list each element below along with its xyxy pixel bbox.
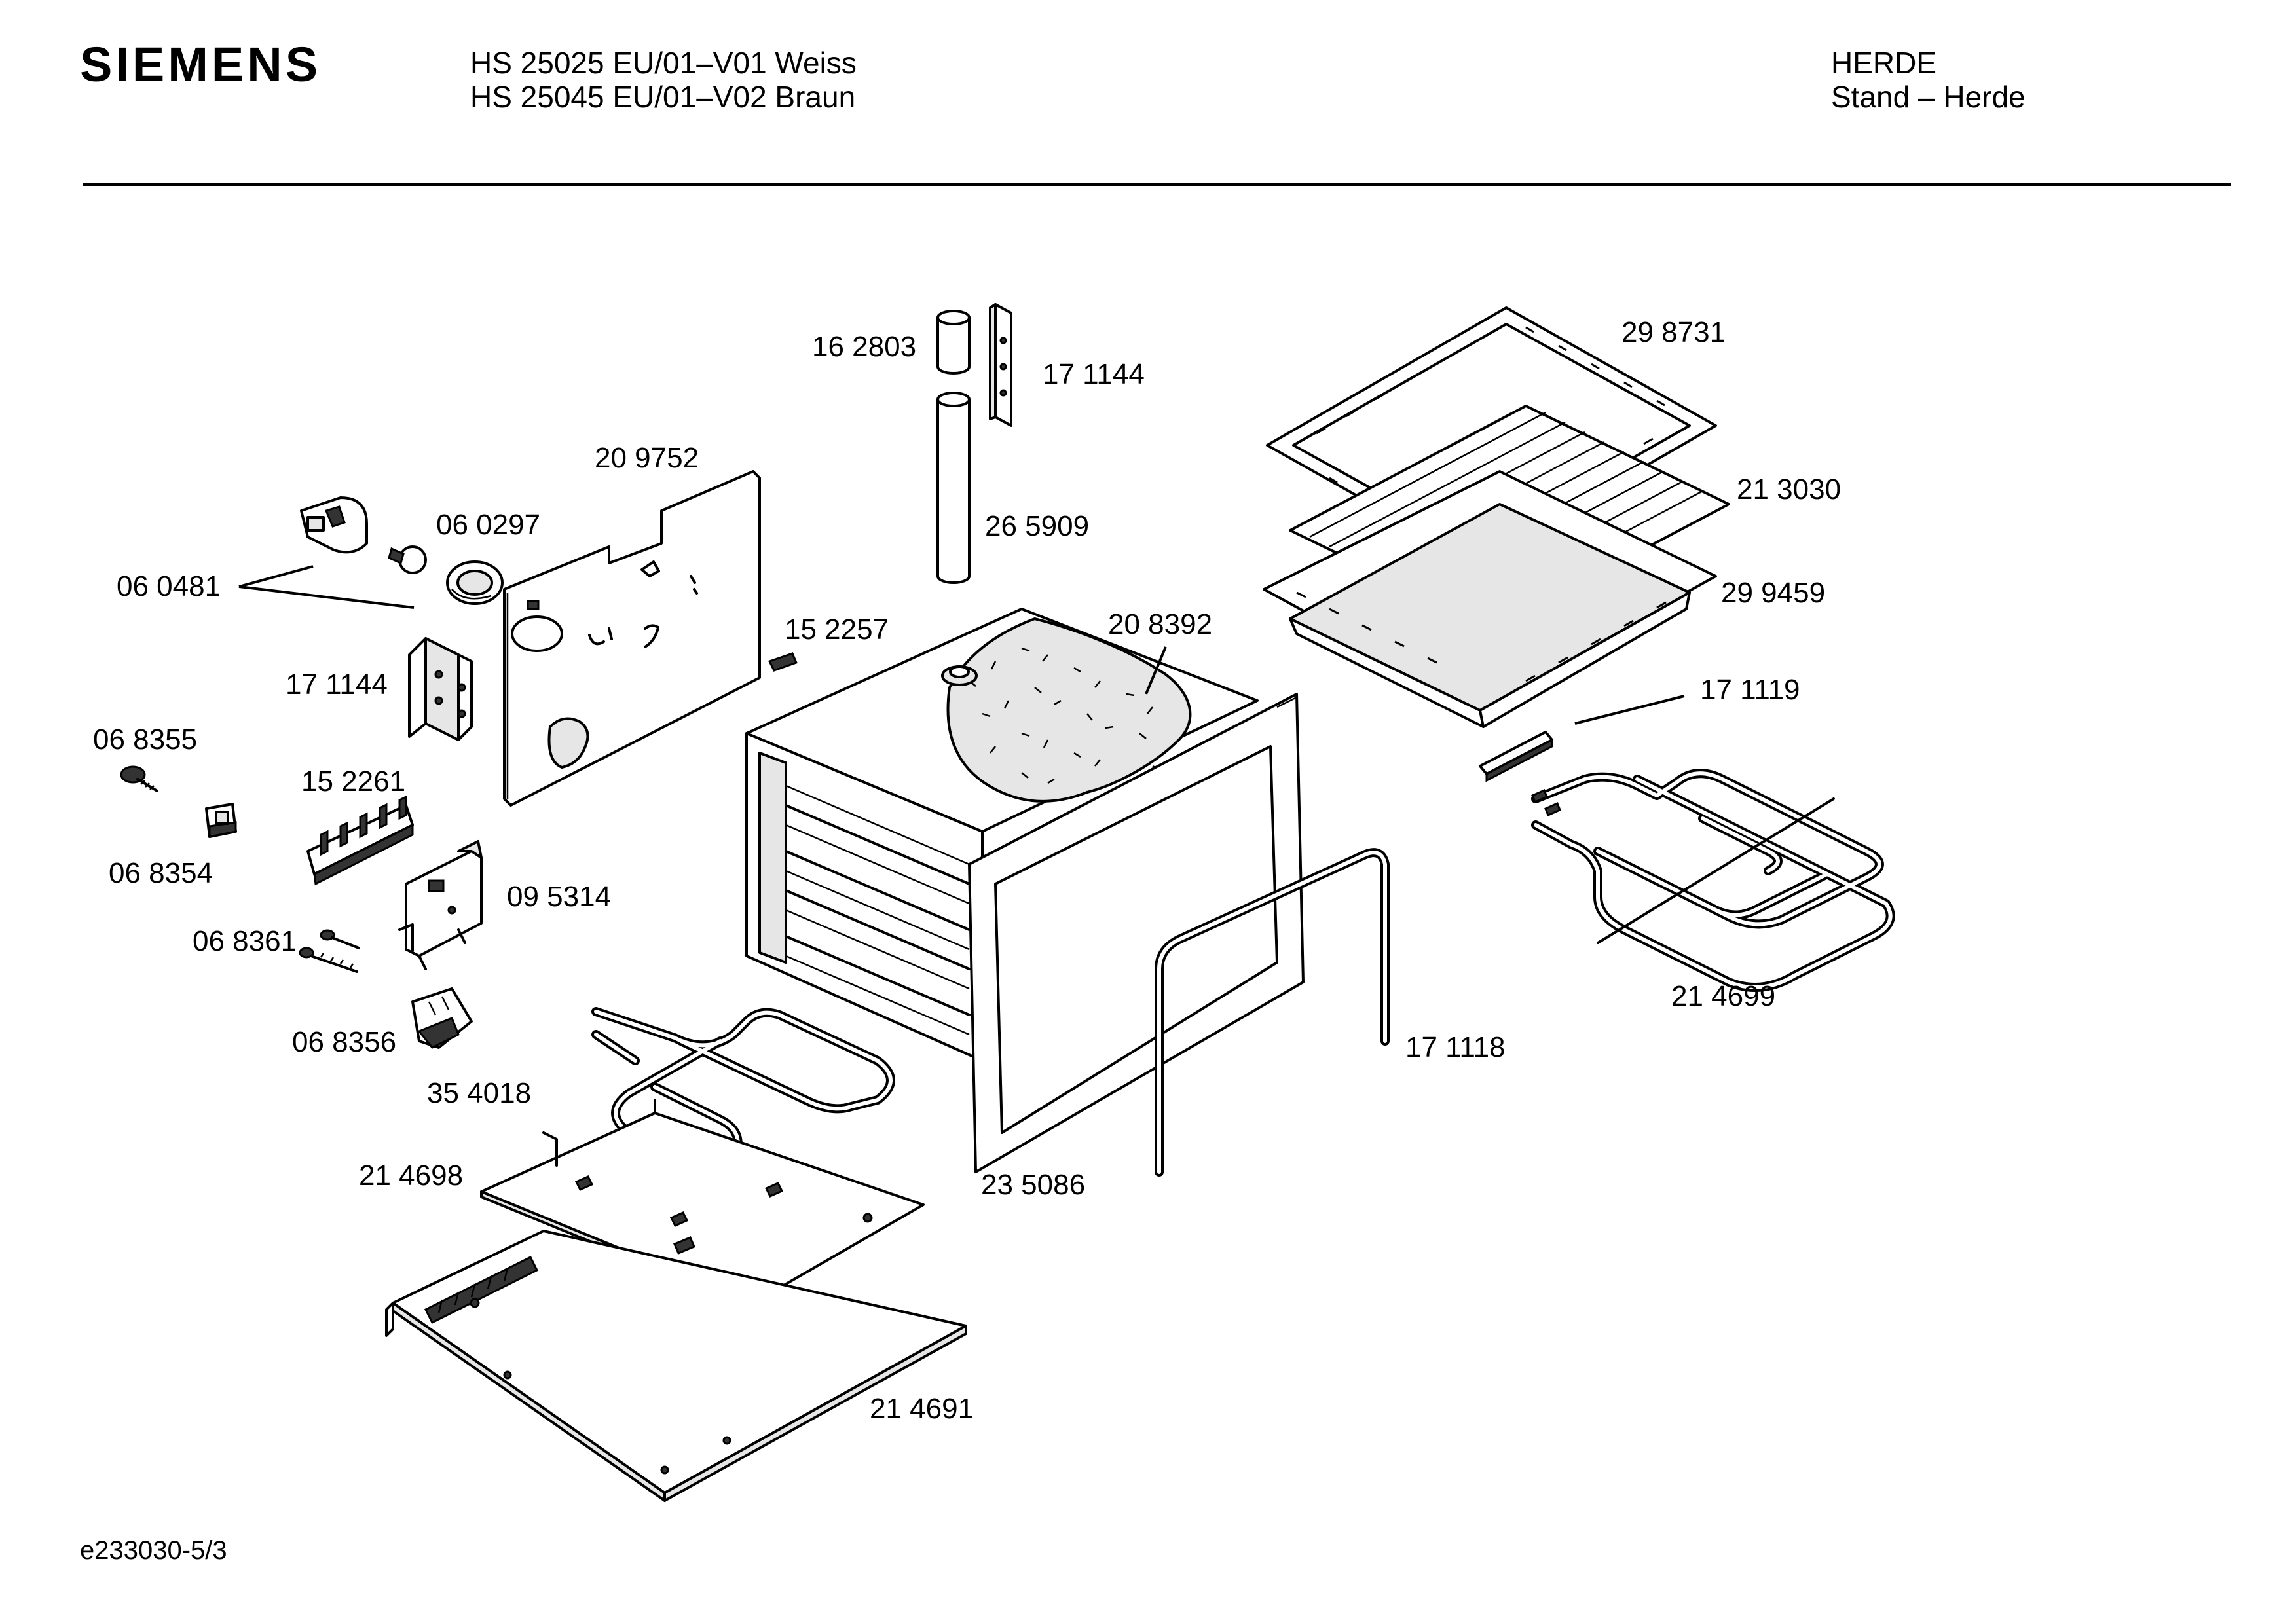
part-label-171118: 17 1118 — [1405, 1031, 1506, 1063]
part-label-068356: 06 8356 — [292, 1026, 396, 1058]
part-label-213030: 21 3030 — [1737, 473, 1841, 505]
switch-mount — [398, 840, 483, 970]
model-list: HS 25025 EU/01–V01 Weiss HS 25045 EU/01–… — [470, 46, 857, 114]
part-label-214699: 21 4699 — [1671, 980, 1775, 1012]
deep-tray-299459 — [1263, 470, 1717, 728]
part-label-060481: 06 0481 — [117, 570, 221, 602]
door-gasket — [1155, 848, 1390, 1177]
bracket-top — [989, 303, 1012, 427]
side-panel — [503, 470, 761, 807]
part-label-298731: 29 8731 — [1621, 316, 1726, 348]
leader-208392 — [1145, 646, 1167, 695]
part-label-208392: 20 8392 — [1108, 608, 1212, 640]
part-label-152261: 15 2261 — [301, 765, 405, 797]
category-subtitle: Stand – Herde — [1831, 80, 2026, 114]
hinge-bracket — [408, 637, 473, 741]
header-divider — [83, 183, 2231, 186]
drawing-id: e233030-5/3 — [80, 1536, 227, 1565]
part-label-152257: 15 2257 — [785, 614, 889, 646]
part-label-214691: 21 4691 — [870, 1393, 974, 1425]
brand-logo: SIEMENS — [80, 37, 322, 92]
clip-068354 — [205, 803, 237, 838]
leader-171119 — [1574, 695, 1685, 725]
oven-cavity — [745, 608, 1305, 1173]
part-label-235086: 23 5086 — [981, 1169, 1085, 1201]
part-label-162803: 16 2803 — [812, 331, 916, 363]
lamp-socket — [300, 496, 368, 554]
lamp-cover — [446, 560, 504, 605]
terminal-block — [306, 795, 414, 886]
clip-171119 — [1479, 731, 1553, 782]
leader-060481 — [238, 565, 415, 609]
lamp-bulb — [388, 545, 427, 574]
part-label-209752: 20 9752 — [595, 442, 699, 474]
top-heating-element — [1531, 769, 1895, 992]
vent-tube-short — [936, 310, 971, 375]
base-tray — [385, 1230, 967, 1502]
part-label-354018: 35 4018 — [427, 1077, 531, 1109]
part-labels: 16 2803 17 1144 26 5909 29 8731 21 3030 … — [93, 316, 1841, 1425]
part-label-171144-top: 17 1144 — [1043, 358, 1145, 390]
category-title: HERDE — [1831, 46, 1937, 80]
part-label-171144-left: 17 1144 — [286, 669, 388, 701]
part-label-068361: 06 8361 — [193, 925, 297, 957]
screws-068361 — [299, 929, 360, 973]
clip-152257 — [768, 652, 798, 672]
model-line-1: HS 25025 EU/01–V01 Weiss — [470, 46, 857, 80]
category-block: HERDE Stand – Herde — [1831, 46, 2026, 114]
part-label-171119: 17 1119 — [1700, 674, 1800, 706]
screw-068355 — [120, 765, 158, 792]
vent-tube-long — [936, 392, 971, 584]
part-label-068355: 06 8355 — [93, 724, 197, 756]
part-label-299459: 29 9459 — [1721, 577, 1825, 609]
part-label-068354: 06 8354 — [109, 857, 213, 889]
model-line-2: HS 25045 EU/01–V02 Braun — [470, 80, 856, 114]
part-label-265909: 26 5909 — [985, 510, 1089, 542]
part-label-060297: 06 0297 — [436, 509, 540, 541]
part-label-095314: 09 5314 — [507, 881, 611, 913]
hinge-receptacle — [411, 987, 473, 1049]
part-label-214698: 21 4698 — [359, 1160, 463, 1192]
